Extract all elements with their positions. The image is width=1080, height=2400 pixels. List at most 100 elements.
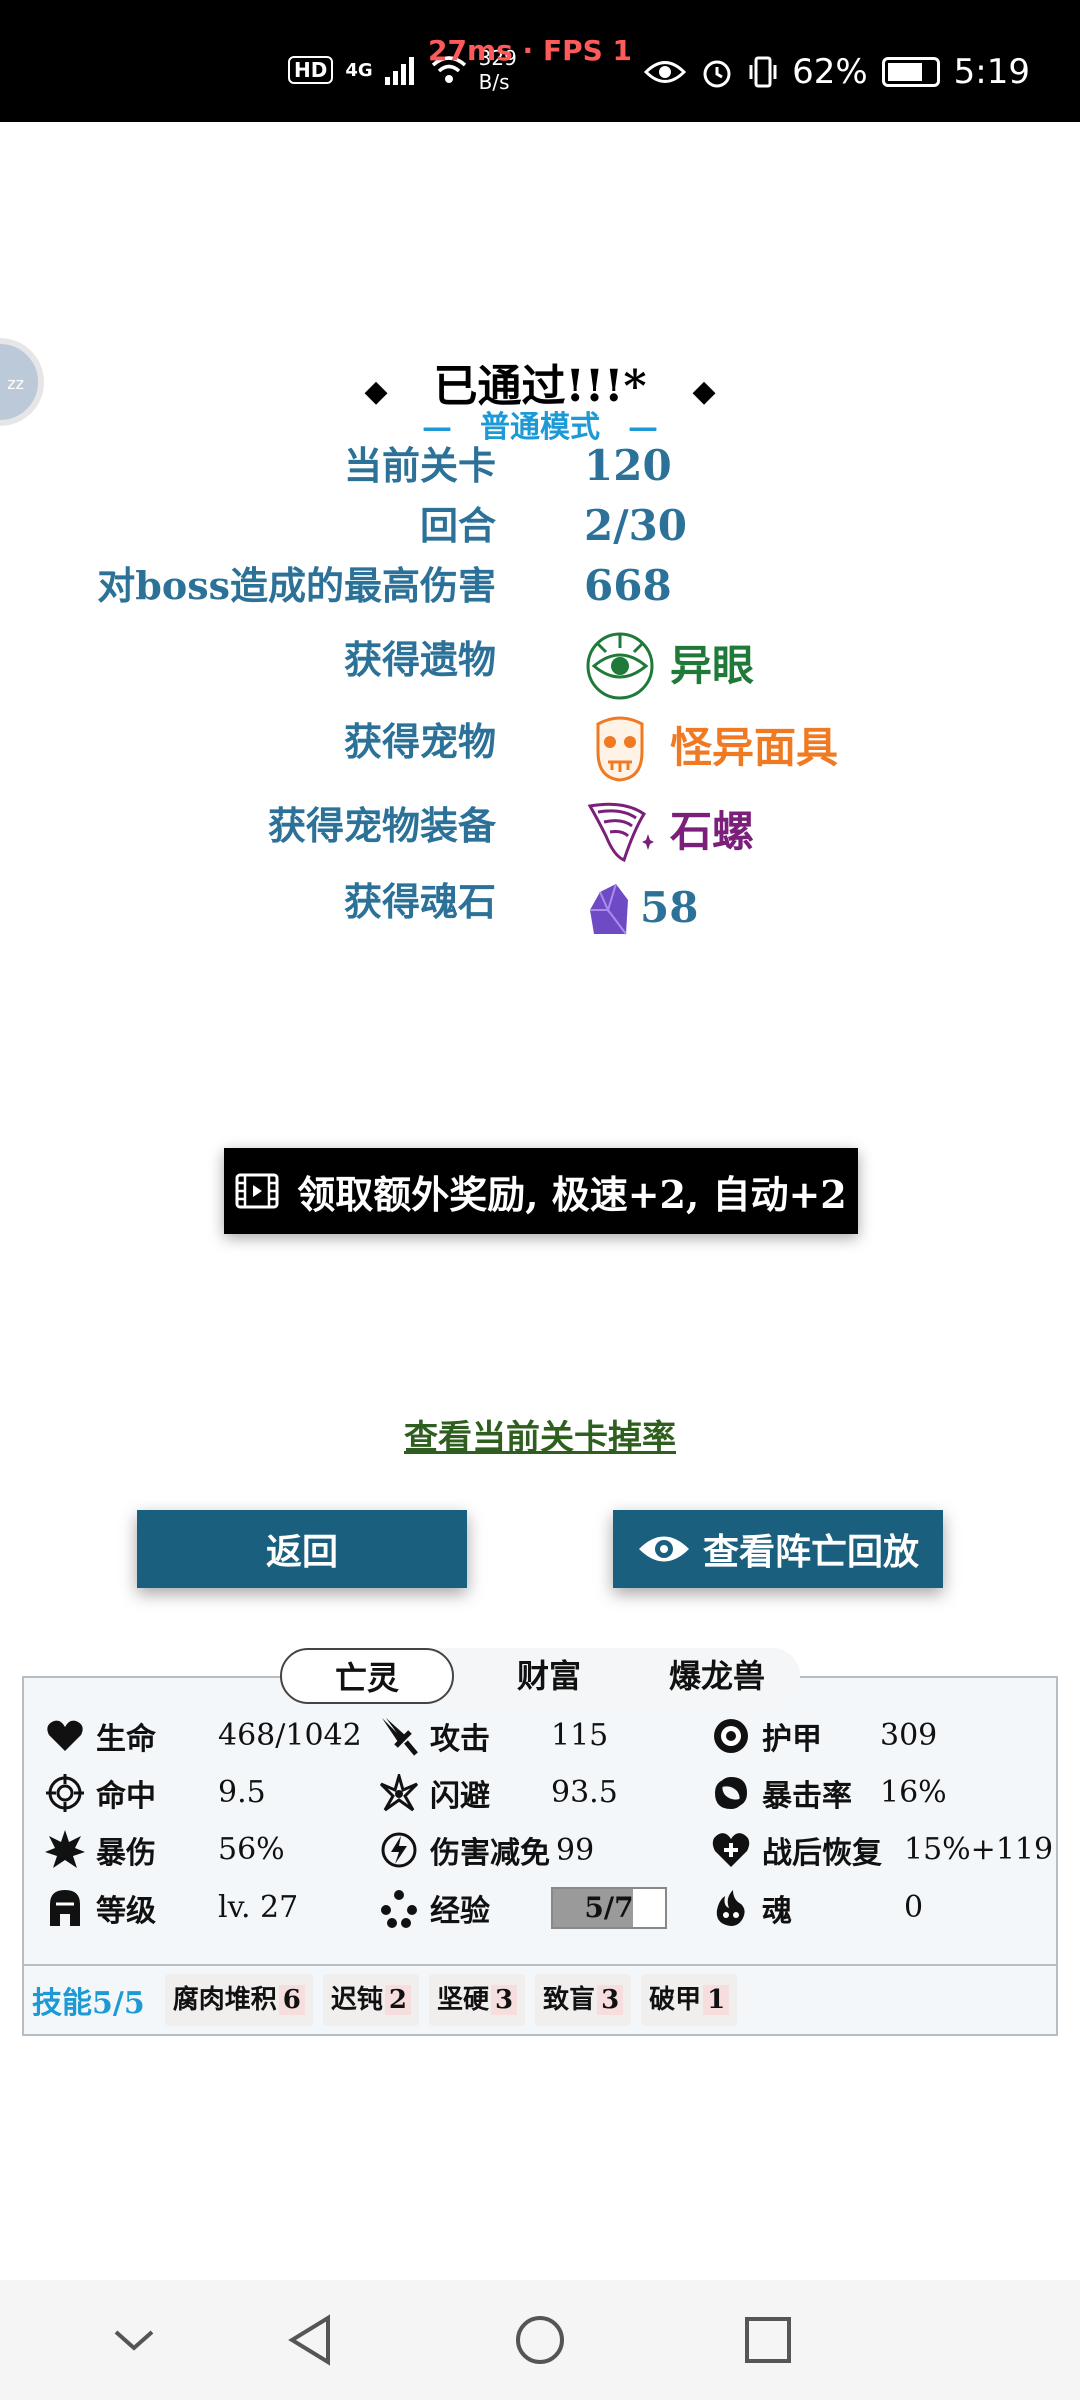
skill-name: 腐肉堆积: [172, 1985, 277, 2015]
helmet-icon: [44, 1887, 86, 1929]
battery-percent: 62%: [792, 52, 868, 92]
nav-recents-button[interactable]: [736, 2308, 800, 2372]
burst-icon: [44, 1829, 86, 1871]
signal-icon: [384, 57, 414, 85]
stat-crit-rate-value: 16%: [880, 1775, 947, 1810]
nav-back-button[interactable]: [278, 2308, 342, 2372]
row-label: 回合: [419, 503, 496, 548]
navigation-bar: [0, 2280, 1080, 2400]
pet-name[interactable]: 怪异面具: [670, 723, 839, 772]
stat-post-battle-heal: 战后恢复: [710, 1822, 882, 1878]
stat-attack-value: 115: [551, 1718, 609, 1753]
hd-badge: HD: [288, 56, 334, 84]
row-boss-damage: 对boss造成的最高伤害 668: [0, 556, 1080, 616]
row-label: 获得宠物装备: [267, 803, 496, 848]
stat-level-value: lv. 27: [218, 1890, 299, 1925]
result-title-text: 已通过!!!*: [433, 361, 647, 412]
stat-armor: 护甲: [710, 1708, 822, 1764]
battery-icon: [881, 57, 940, 87]
nav-collapse-button[interactable]: [102, 2308, 166, 2372]
row-relic: 获得遗物 异眼: [0, 630, 1080, 700]
tab-wealth[interactable]: 财富: [516, 1657, 581, 1695]
back-label: 返回: [265, 1531, 338, 1573]
row-value: 怪异面具: [584, 712, 838, 784]
skill-name: 破甲: [649, 1985, 702, 2015]
row-soul-stone: 获得魂石 58: [0, 872, 1080, 935]
home-circle-icon: [516, 2316, 564, 2364]
nav-home-button[interactable]: [508, 2308, 572, 2372]
extra-reward-button[interactable]: 领取额外奖励, 极速+2, 自动+2: [224, 1148, 858, 1234]
stat-label: 攻击: [430, 1722, 490, 1757]
row-pet: 获得宠物 怪异面具: [0, 712, 1080, 782]
mode-label: —普通模式—: [0, 402, 1080, 446]
stat-hp: 生命: [44, 1708, 156, 1764]
row-label: 获得遗物: [343, 637, 496, 682]
soul-stone-count: 58: [640, 883, 699, 932]
diamond-icon: ◆: [692, 374, 716, 409]
eye-relic-icon[interactable]: [584, 630, 656, 702]
armor-icon: [710, 1715, 752, 1757]
mask-pet-icon[interactable]: [584, 712, 656, 784]
skills-header[interactable]: 技能5/5: [32, 1986, 145, 2021]
row-value: 668: [584, 556, 672, 616]
row-value: 120: [584, 436, 672, 496]
stat-crit-damage-value: 56%: [218, 1832, 285, 1867]
tab-dragon-beast[interactable]: 爆龙兽: [668, 1657, 765, 1695]
stat-level: 等级: [44, 1880, 156, 1936]
drop-rate-link[interactable]: 查看当前关卡掉率: [404, 1418, 676, 1458]
stat-label: 暴击率: [762, 1779, 852, 1814]
conch-shell-icon[interactable]: [584, 796, 656, 868]
soul-icon: [710, 1887, 752, 1929]
result-title: ◆ 已通过!!!* ◆: [0, 350, 1080, 414]
diamond-icon: ◆: [364, 374, 388, 409]
death-replay-button[interactable]: 查看阵亡回放: [613, 1510, 943, 1588]
stat-label: 等级: [96, 1894, 156, 1929]
shield-bolt-icon: [378, 1829, 420, 1871]
stat-label: 护甲: [762, 1722, 822, 1757]
stat-exp: 经验: [378, 1880, 490, 1936]
skill-name: 坚硬: [436, 1985, 489, 2015]
stats-grid: 生命 468/1042 命中 9.5 暴伤 56% 等级 lv. 27 攻击 1…: [24, 1678, 1056, 1964]
stat-dodge-value: 93.5: [551, 1775, 618, 1810]
stat-soul: 魂: [710, 1880, 792, 1936]
stat-crit-rate: 暴击率: [710, 1765, 852, 1821]
eye-icon: [638, 1536, 689, 1562]
round-value: 2/30: [584, 501, 688, 550]
exp-progress-text: 5/7: [584, 1891, 634, 1924]
status-right: 62% 5:19: [644, 52, 1030, 92]
row-label: 获得魂石: [343, 879, 496, 924]
death-replay-label: 查看阵亡回放: [702, 1531, 919, 1573]
stat-armor-value: 309: [880, 1718, 938, 1753]
stat-label: 暴伤: [96, 1836, 156, 1871]
row-value: 58: [584, 872, 698, 944]
pet-equipment-name[interactable]: 石螺: [670, 807, 755, 856]
mode-text: 普通模式: [480, 410, 600, 445]
row-value: 石螺: [584, 796, 754, 868]
stat-label: 经验: [430, 1894, 490, 1929]
row-current-level: 当前关卡 120: [0, 436, 1080, 496]
alarm-icon: [703, 60, 731, 88]
skill-level: 3: [597, 1985, 624, 2015]
row-label: 对boss造成的最高伤害: [97, 563, 496, 608]
vibrate-icon: [749, 56, 777, 88]
stat-label: 闪避: [430, 1779, 490, 1814]
sword-icon: [378, 1715, 420, 1757]
relic-name[interactable]: 异眼: [670, 641, 755, 690]
row-value: 2/30: [584, 496, 687, 556]
row-label: 获得宠物: [343, 719, 496, 764]
tab-undead[interactable]: 亡灵: [280, 1648, 454, 1704]
back-button[interactable]: 返回: [137, 1510, 467, 1588]
recents-square-icon: [745, 2317, 791, 2363]
stat-hp-value: 468/1042: [218, 1718, 362, 1753]
skill-level: 6: [278, 1985, 305, 2015]
mode-dash: —: [628, 410, 658, 445]
boss-damage-value: 668: [584, 561, 672, 610]
stat-attack: 攻击: [378, 1708, 490, 1764]
exp-progress-bar: 5/7: [551, 1887, 667, 1929]
